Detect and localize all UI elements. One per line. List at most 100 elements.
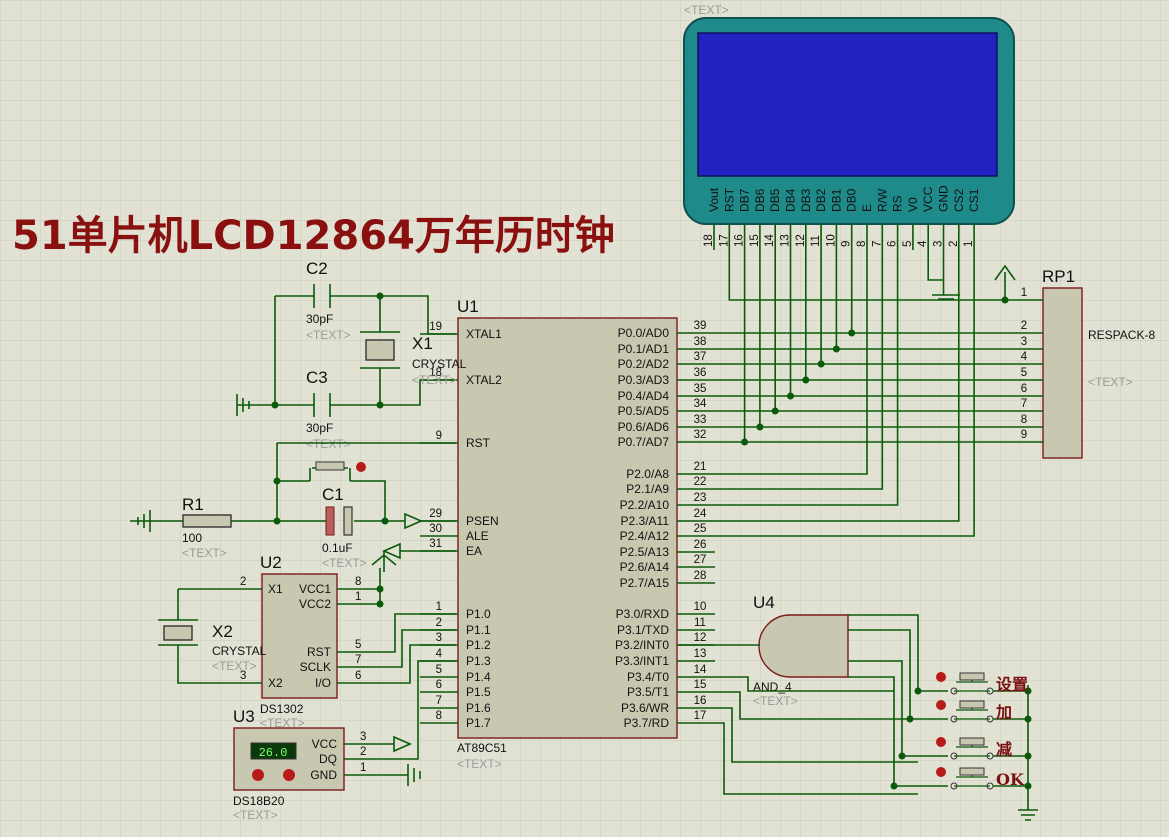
- c2-value: 30pF: [306, 312, 333, 326]
- u1-pin-label: P1.6: [466, 701, 491, 715]
- x2-ref: X2: [212, 622, 233, 641]
- u1-pin-number: 7: [436, 695, 442, 707]
- u1-pin-number: 2: [436, 617, 442, 629]
- x2-text-placeholder: <TEXT>: [212, 659, 257, 673]
- u2-pin-label: VCC1: [299, 582, 331, 596]
- c1-value: 0.1uF: [322, 541, 353, 555]
- u3-pin-label: VCC: [312, 737, 338, 751]
- c2-text-placeholder: <TEXT>: [306, 328, 351, 342]
- c1-ref: C1: [322, 485, 344, 504]
- u1-pin-label: P2.1/A9: [626, 482, 669, 496]
- c3-ref: C3: [306, 368, 328, 387]
- lcd-pin-number: 10: [825, 234, 837, 247]
- u1-pin-number: 27: [694, 554, 707, 566]
- lcd-pin-number: 7: [871, 241, 883, 247]
- u1-pin-label: P1.2: [466, 638, 491, 652]
- c3-text-placeholder: <TEXT>: [306, 437, 351, 451]
- u2-pin-number: 1: [355, 591, 361, 603]
- u1-pin-number: 10: [694, 601, 707, 613]
- lcd-pin-number: 18: [703, 234, 715, 247]
- lcd-pin-label: VCC: [921, 186, 935, 212]
- c3-value: 30pF: [306, 421, 333, 435]
- lcd-pin-number: 11: [810, 235, 822, 247]
- u2-pin-number: 6: [355, 670, 361, 682]
- u1-pin-label: P0.0/AD0: [618, 326, 670, 340]
- u1-pin-label: P3.0/RXD: [616, 607, 670, 621]
- data-bus-wires: [715, 250, 1016, 537]
- u1-pin-number: 11: [694, 617, 706, 629]
- u1-pin-number: 6: [436, 679, 442, 691]
- u1-pin-number: 16: [694, 695, 707, 707]
- lcd-pin-label: DB6: [753, 188, 767, 212]
- rp1-pin-number: 2: [1021, 320, 1027, 332]
- u1-pin-number: 19: [429, 321, 442, 333]
- u2-pin-label: X1: [268, 582, 283, 596]
- u2-name: DS1302: [260, 702, 304, 716]
- lcd-pin-number: 12: [795, 234, 807, 247]
- u1-pin-number: 8: [436, 710, 442, 722]
- crystal-circuit[interactable]: C2 30pF <TEXT> C3 30pF <TEXT> X1 CRYSTAL…: [236, 259, 467, 451]
- u1-pin-label: P2.6/A14: [620, 560, 670, 574]
- lcd-pin-label: CS1: [967, 188, 981, 212]
- u3-down-button[interactable]: [252, 769, 264, 781]
- u1-pin-number: 39: [694, 320, 707, 332]
- rp1-pin-number: 8: [1021, 414, 1027, 426]
- rp1-pin-number: 7: [1021, 398, 1027, 410]
- u1-name: AT89C51: [457, 741, 507, 755]
- u1-pin-label: P1.0: [466, 607, 491, 621]
- u4-name: AND_4: [753, 680, 792, 694]
- lcd-pin-number: 5: [902, 241, 914, 247]
- lcd-pin-label: DB2: [814, 188, 828, 212]
- u1-pin-label: P1.5: [466, 685, 491, 699]
- lcd-pin-number: 16: [734, 234, 746, 247]
- key-button-3[interactable]: 减: [936, 737, 1032, 760]
- u3-pin-label: GND: [310, 768, 337, 782]
- u1-pin-label: P0.3/AD3: [618, 373, 670, 387]
- u4-and-gate[interactable]: U4 AND_4 <TEXT>: [677, 593, 849, 708]
- u1-pin-label: P0.2/AD2: [618, 357, 670, 371]
- rp1-pin-number: 5: [1021, 367, 1027, 379]
- key-button-2[interactable]: 加: [936, 700, 1032, 723]
- u1-pin-label: P2.0/A8: [626, 467, 669, 481]
- u1-pin-label: P1.3: [466, 654, 491, 668]
- u1-pin-number: 18: [429, 367, 442, 379]
- u2-pin-number: 5: [355, 639, 361, 651]
- key-button-4[interactable]: OK: [936, 767, 1032, 790]
- u1-pin-label: P1.1: [466, 623, 491, 637]
- u1-pin-label: ALE: [466, 529, 489, 543]
- u3-up-button[interactable]: [283, 769, 295, 781]
- u1-pin-number: 28: [694, 570, 707, 582]
- u2-pin-number: 3: [240, 670, 246, 682]
- rp1-name: RESPACK-8: [1088, 328, 1155, 342]
- r1-ref: R1: [182, 495, 204, 514]
- u1-pin-label: P3.7/RD: [624, 716, 670, 730]
- u3-reading: 26.0: [259, 746, 288, 760]
- lcd-text-placeholder: <TEXT>: [684, 3, 729, 17]
- u2-pin-number: 7: [355, 654, 361, 666]
- u1-pin-label: P3.3/INT1: [615, 654, 669, 668]
- u1-pin-label: P3.2/INT0: [615, 638, 669, 652]
- key-button-label: 加: [995, 703, 1012, 722]
- lcd-pin-number: 2: [948, 241, 960, 247]
- lcd-pin-label: RS: [891, 195, 905, 212]
- u1-pin-number: 1: [436, 601, 442, 613]
- u1-pin-number: 33: [694, 414, 707, 426]
- key-button-1[interactable]: 设置: [936, 672, 1032, 695]
- u1-pin-number: 15: [694, 679, 707, 691]
- lcd-pin-number: 6: [887, 241, 899, 247]
- u1-pin-number: 29: [429, 508, 442, 520]
- reset-circuit[interactable]: R1 100 <TEXT> C1 0.1uF <TEXT>: [130, 442, 456, 572]
- u1-pin-number: 38: [694, 336, 707, 348]
- u1-pin-label: P0.5/AD5: [618, 404, 670, 418]
- lcd-12864[interactable]: <TEXT> Vout18RST17DB716DB615DB514DB413DB…: [683, 3, 1015, 250]
- rp1-pin-number: 4: [1021, 351, 1028, 363]
